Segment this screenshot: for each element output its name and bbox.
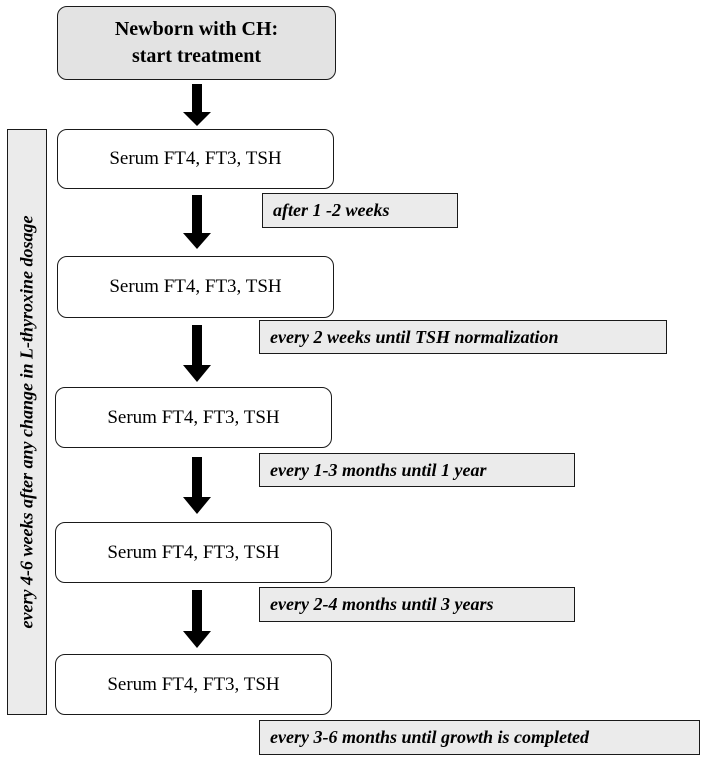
start-box: Newborn with CH: start treatment bbox=[57, 6, 336, 80]
step-box-3: Serum FT4, FT3, TSH bbox=[55, 387, 332, 448]
interval-text-3: every 1-3 months until 1 year bbox=[270, 459, 487, 480]
interval-label-4: every 2-4 months until 3 years bbox=[259, 587, 575, 622]
step-box-1: Serum FT4, FT3, TSH bbox=[57, 129, 334, 189]
step-box-5: Serum FT4, FT3, TSH bbox=[55, 654, 332, 715]
interval-text-4: every 2-4 months until 3 years bbox=[270, 594, 494, 614]
arrow-down-icon bbox=[183, 457, 211, 514]
arrow-down-icon bbox=[183, 195, 211, 249]
interval-label-5: every 3-6 months until growth is complet… bbox=[259, 720, 700, 755]
interval-text-5: every 3-6 months until growth is complet… bbox=[270, 727, 590, 747]
start-line-2: start treatment bbox=[131, 45, 261, 67]
interval-text-2: every 2 weeks until TSH normalization bbox=[270, 326, 559, 347]
side-label-box: every 4-6 weeks after any change in L-th… bbox=[7, 129, 47, 715]
arrow-down-icon bbox=[183, 325, 211, 382]
step-label-1: Serum FT4, FT3, TSH bbox=[109, 148, 282, 169]
side-label: every 4-6 weeks after any change in L-th… bbox=[16, 215, 37, 629]
arrow-down-icon bbox=[183, 84, 211, 126]
start-line-1: Newborn with CH: bbox=[114, 18, 279, 40]
interval-text-1: after 1 -2 weeks bbox=[273, 200, 390, 220]
interval-label-3: every 1-3 months until 1 year bbox=[259, 453, 575, 487]
step-label-4: Serum FT4, FT3, TSH bbox=[107, 541, 280, 563]
step-box-2: Serum FT4, FT3, TSH bbox=[57, 256, 334, 318]
interval-label-1: after 1 -2 weeks bbox=[262, 193, 458, 228]
arrow-down-icon bbox=[183, 590, 211, 648]
interval-label-2: every 2 weeks until TSH normalization bbox=[259, 320, 667, 354]
step-label-3: Serum FT4, FT3, TSH bbox=[107, 406, 280, 428]
step-label-2: Serum FT4, FT3, TSH bbox=[109, 276, 282, 297]
step-box-4: Serum FT4, FT3, TSH bbox=[55, 522, 332, 583]
step-label-5: Serum FT4, FT3, TSH bbox=[107, 673, 280, 695]
